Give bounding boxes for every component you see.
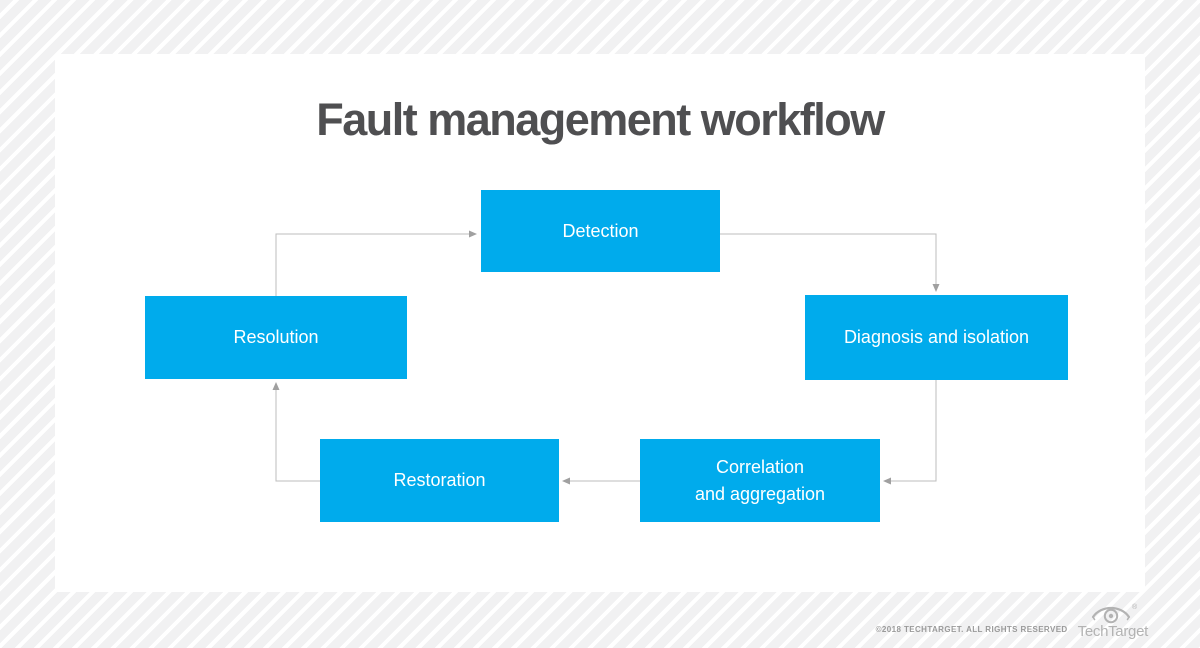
connector-resolution-to-detection (275, 230, 477, 296)
step-diagnosis-label: Diagnosis and isolation (843, 327, 1030, 348)
techtarget-eye-icon: ® (1091, 603, 1137, 624)
workflow-connectors (272, 230, 940, 485)
techtarget-logo: ® TechTarget (1077, 602, 1149, 640)
diagram-title: Fault management workflow (316, 94, 885, 145)
step-detection: Detection (481, 190, 720, 272)
footer: ©2018 TECHTARGET. ALL RIGHTS RESERVED ® … (875, 602, 1149, 640)
connector-detection-to-diagnosis (720, 233, 940, 292)
step-resolution-label: Resolution (233, 327, 319, 348)
connector-diagnosis-to-correlation (883, 380, 937, 485)
techtarget-wordmark: TechTarget (1077, 623, 1149, 640)
diagram-card: Fault management workflow Detection Diag… (55, 54, 1145, 592)
step-resolution: Resolution (145, 296, 407, 379)
svg-text:®: ® (1132, 603, 1137, 611)
step-diagnosis-and-isolation: Diagnosis and isolation (805, 295, 1068, 380)
step-detection-label: Detection (562, 220, 639, 241)
copyright-text: ©2018 TECHTARGET. ALL RIGHTS RESERVED (875, 625, 1068, 634)
step-restoration: Restoration (320, 439, 559, 522)
connector-restoration-to-resolution (272, 382, 320, 482)
step-correlation-and-aggregation: Correlation and aggregation (640, 439, 880, 522)
step-restoration-label: Restoration (393, 470, 486, 491)
step-correlation-label: Correlation and aggregation (694, 457, 826, 504)
